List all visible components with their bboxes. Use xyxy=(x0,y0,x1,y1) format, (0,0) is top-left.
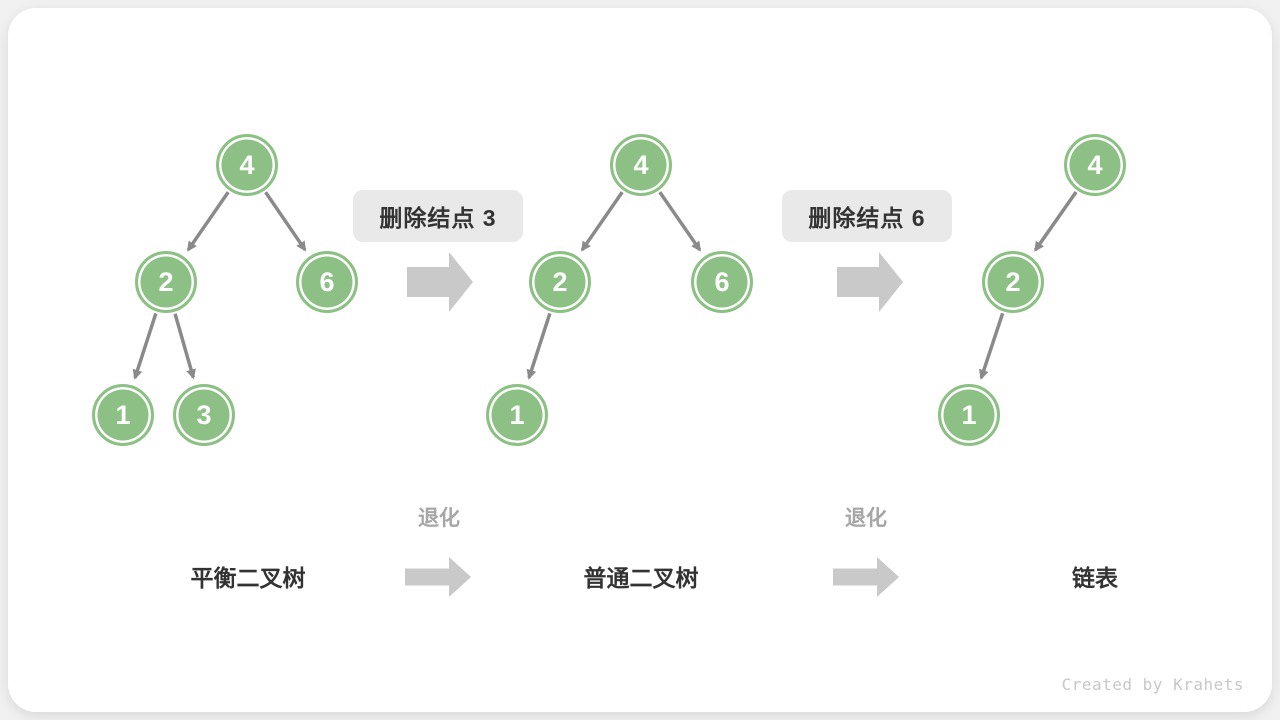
tree-name-label-3: 链表 xyxy=(1072,565,1118,591)
tree-node-balanced-binary-tree-2: 2 xyxy=(135,251,197,313)
tree-node-ordinary-binary-tree-4: 4 xyxy=(610,134,672,196)
edge-ordinary-binary-tree-n2-n1 xyxy=(526,312,552,380)
tree-node-linked-list-1: 1 xyxy=(938,384,1000,446)
edge-ordinary-binary-tree-n4-n2 xyxy=(580,191,624,252)
tree-name-label-1: 平衡二叉树 xyxy=(190,565,306,591)
edge-balanced-binary-tree-n2-n1 xyxy=(132,312,158,380)
watermark: Created by Krahets xyxy=(1061,675,1244,694)
tree-node-linked-list-2: 2 xyxy=(982,251,1044,313)
tree-node-ordinary-binary-tree-2: 2 xyxy=(529,251,591,313)
tree-node-balanced-binary-tree-3: 3 xyxy=(173,384,235,446)
edge-balanced-binary-tree-n2-n3 xyxy=(173,313,196,380)
degrade-label-2: 退化 xyxy=(845,507,887,530)
edge-linked-list-n2-n1 xyxy=(979,312,1005,380)
edge-balanced-binary-tree-n4-n6 xyxy=(264,191,307,252)
tree-name-label-2: 普通二叉树 xyxy=(583,565,699,591)
degrade-arrow-icon-2 xyxy=(833,557,899,597)
op-arrow-icon-1 xyxy=(407,252,473,312)
tree-node-balanced-binary-tree-6: 6 xyxy=(296,251,358,313)
figure-card xyxy=(8,8,1272,712)
edge-balanced-binary-tree-n4-n2 xyxy=(186,191,230,252)
tree-node-linked-list-4: 4 xyxy=(1064,134,1126,196)
op-label-1: 删除结点 3 xyxy=(353,190,523,242)
tree-node-ordinary-binary-tree-1: 1 xyxy=(486,384,548,446)
tree-node-balanced-binary-tree-4: 4 xyxy=(216,134,278,196)
degrade-arrow-icon-1 xyxy=(405,557,471,597)
tree-node-ordinary-binary-tree-6: 6 xyxy=(691,251,753,313)
op-arrow-icon-2 xyxy=(837,252,903,312)
op-label-2: 删除结点 6 xyxy=(782,190,952,242)
edge-ordinary-binary-tree-n4-n6 xyxy=(658,191,702,252)
edge-linked-list-n4-n2 xyxy=(1033,191,1078,252)
degrade-label-1: 退化 xyxy=(418,507,460,530)
tree-node-balanced-binary-tree-1: 1 xyxy=(92,384,154,446)
